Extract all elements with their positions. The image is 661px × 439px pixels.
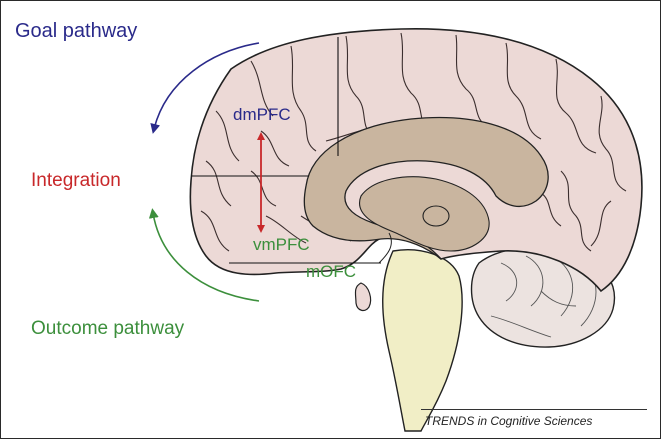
pituitary <box>355 283 370 310</box>
dmpfc-label: dmPFC <box>233 106 291 123</box>
vmpfc-label: vmPFC <box>253 236 310 253</box>
brainstem <box>383 250 462 431</box>
journal-credit: TRENDS in Cognitive Sciences <box>425 415 592 427</box>
integration-label: Integration <box>31 171 121 190</box>
goal-pathway-label: Goal pathway <box>15 21 137 41</box>
credit-divider <box>421 409 647 410</box>
mofc-label: mOFC <box>306 263 356 280</box>
outcome-pathway-label: Outcome pathway <box>31 319 184 338</box>
interthalamic-adhesion <box>423 206 449 226</box>
